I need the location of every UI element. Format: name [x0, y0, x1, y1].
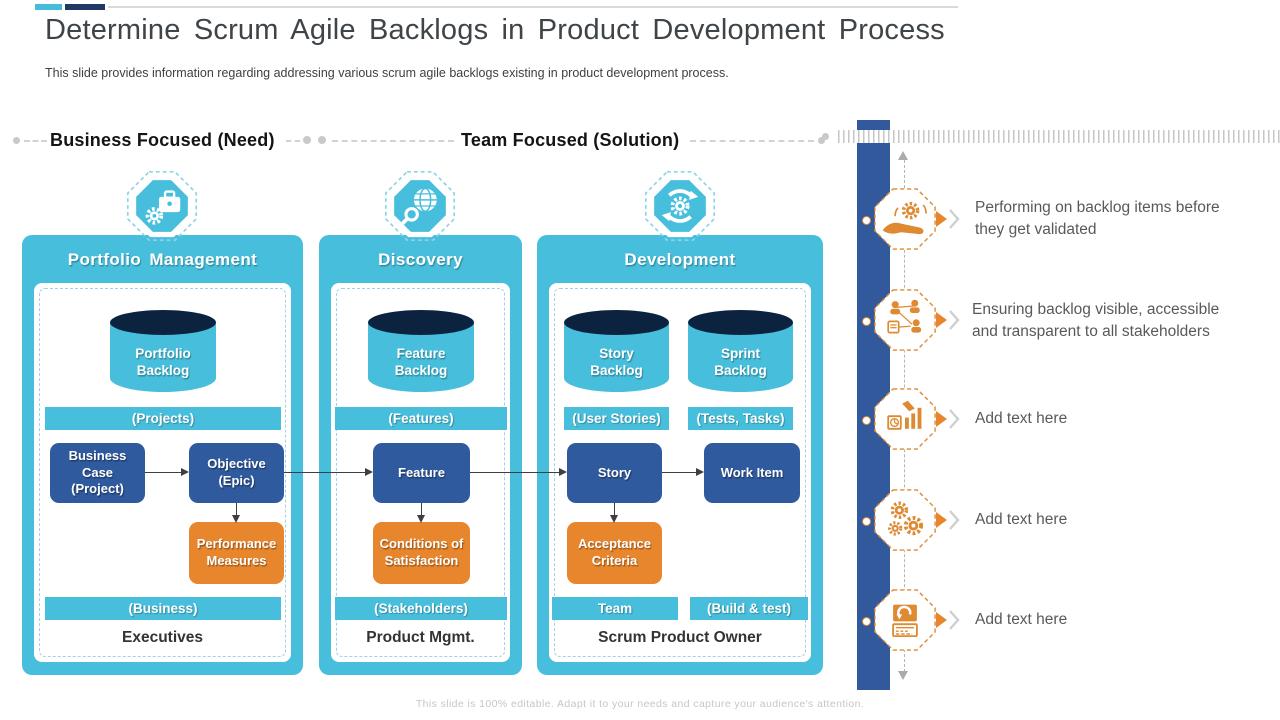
- timeline-item-text: Ensuring backlog visible, accessible and…: [972, 301, 1220, 340]
- arrow-down: [232, 503, 240, 523]
- timeline-node-dot: [862, 416, 871, 425]
- cycle-gear-icon: [642, 168, 718, 244]
- accent-bar-navy: [65, 4, 105, 10]
- pointer-triangle-icon: [936, 312, 947, 328]
- globe-search-icon: [382, 168, 458, 244]
- flow-box-feature: Feature: [373, 443, 470, 503]
- section-dot: [818, 137, 825, 144]
- bottom-bar: (Business): [45, 597, 281, 620]
- caption-bar: (User Stories): [564, 407, 669, 430]
- column-title: Development: [624, 250, 736, 269]
- sprint-backlog-cylinder: Sprint Backlog: [688, 310, 793, 392]
- flow-box-business-case: Business Case (Project): [50, 443, 145, 503]
- pointer-triangle-icon: [936, 411, 947, 427]
- section-header-business: Business Focused (Need): [50, 130, 275, 150]
- bottom-bar: (Stakeholders): [335, 597, 507, 620]
- cylinder-label: Feature Backlog: [394, 346, 448, 378]
- document-rotate-icon: [870, 585, 940, 655]
- cylinder-label: Sprint Backlog: [714, 346, 767, 378]
- caption-bar: (Features): [335, 407, 507, 430]
- bottom-bar: (Build & test): [690, 597, 808, 620]
- pointer-triangle-icon: [936, 612, 947, 628]
- timeline-node-dot: [862, 617, 871, 626]
- arrow-right: [284, 468, 373, 476]
- pointer-triangle-icon: [936, 512, 947, 528]
- footer-note: This slide is 100% editable. Adapt it to…: [415, 698, 865, 710]
- feature-backlog-cylinder: Feature Backlog: [368, 310, 474, 392]
- timeline-item-text: Add text here: [975, 611, 1068, 628]
- timeline-item-text: Add text here: [975, 410, 1068, 427]
- stakeholder-network-icon: [870, 285, 940, 355]
- arrow-right: [145, 468, 189, 476]
- arrow-right: [662, 468, 704, 476]
- cylinder-top: [688, 310, 793, 335]
- page-title: Determine Scrum Agile Backlogs in Produc…: [45, 14, 945, 46]
- section-dot: [318, 136, 326, 144]
- pointer-triangle-icon: [936, 211, 947, 227]
- arrow-up-icon: [898, 151, 908, 160]
- arrow-right: [470, 468, 567, 476]
- section-dot: [13, 137, 20, 144]
- arrow-down: [417, 503, 425, 523]
- arrow-down: [610, 503, 618, 523]
- timeline-item-text: Add text here: [975, 511, 1068, 528]
- portfolio-backlog-cylinder: Portfolio Backlog: [110, 310, 216, 392]
- section-dash: [690, 140, 814, 142]
- chevron-right-icon: [949, 209, 960, 229]
- orange-box-conditions-of-satisfaction: Conditions of Satisfaction: [373, 522, 470, 584]
- flow-box-work-item: Work Item: [704, 443, 800, 503]
- cylinder-label: Story Backlog: [590, 346, 643, 378]
- timeline-item-text: Performing on backlog items before they …: [975, 199, 1220, 238]
- cylinder-top: [368, 310, 474, 335]
- owner-label: Executives: [122, 629, 203, 646]
- column-title: Portfolio Management: [67, 250, 258, 269]
- chart-pen-icon: [870, 384, 940, 454]
- column-title: Discovery: [378, 250, 463, 269]
- owner-label: Scrum Product Owner: [598, 629, 762, 646]
- section-dash: [286, 140, 300, 142]
- chevron-right-icon: [949, 310, 960, 330]
- hand-gear-icon: [870, 184, 940, 254]
- section-dash: [24, 140, 47, 142]
- gears-icon: [870, 485, 940, 555]
- arrow-down-icon: [898, 671, 908, 680]
- cylinder-top: [110, 310, 216, 335]
- cylinder-top: [564, 310, 669, 335]
- flow-box-objective: Objective (Epic): [189, 443, 284, 503]
- caption-bar: (Tests, Tasks): [688, 407, 793, 430]
- story-backlog-cylinder: Story Backlog: [564, 310, 669, 392]
- orange-box-acceptance-criteria: Acceptance Criteria: [567, 522, 662, 584]
- page-subtitle: This slide provides information regardin…: [45, 66, 729, 80]
- chevron-right-icon: [949, 510, 960, 530]
- section-header-team: Team Focused (Solution): [461, 130, 680, 150]
- orange-box-performance-measures: Performance Measures: [189, 522, 284, 584]
- section-dot: [822, 133, 829, 140]
- chevron-right-icon: [949, 610, 960, 630]
- section-dot: [303, 136, 311, 144]
- owner-label: Product Mgmt.: [366, 629, 475, 646]
- hatch-band: [838, 130, 1280, 143]
- caption-bar: (Projects): [45, 407, 281, 430]
- timeline-node-dot: [862, 317, 871, 326]
- briefcase-gear-icon: [124, 168, 200, 244]
- top-divider-line: [108, 6, 958, 8]
- cylinder-label: Portfolio Backlog: [135, 346, 191, 378]
- flow-box-story: Story: [567, 443, 662, 503]
- timeline-node-dot: [862, 517, 871, 526]
- accent-bar-cyan: [35, 4, 62, 10]
- bottom-bar: Team: [552, 597, 678, 620]
- timeline-node-dot: [862, 216, 871, 225]
- chevron-right-icon: [949, 409, 960, 429]
- section-dash: [332, 140, 454, 142]
